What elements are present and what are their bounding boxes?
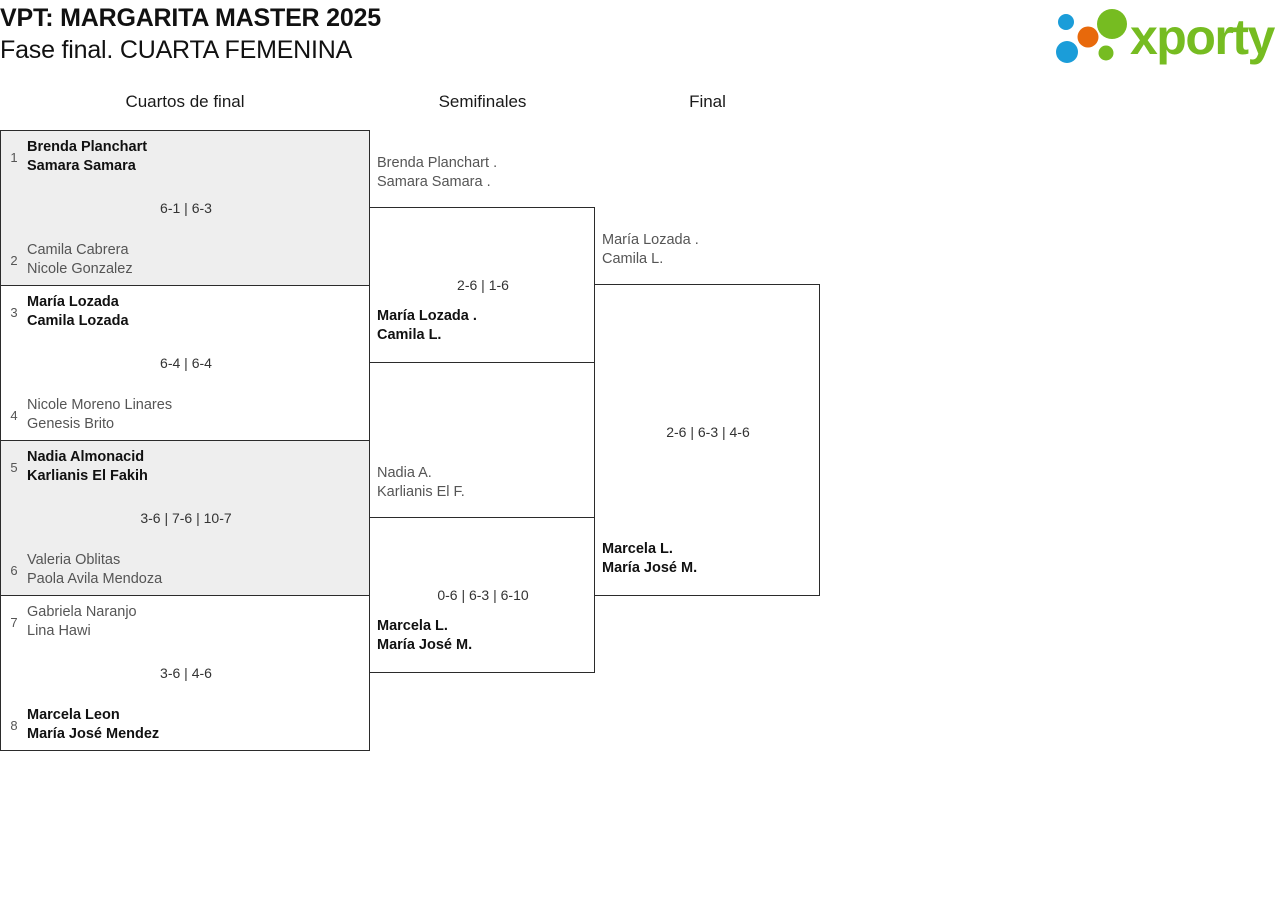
team-slot[interactable]: 6 Valeria Oblitas Paola Avila Mendoza xyxy=(1,551,162,590)
player-name: Marcela L. xyxy=(377,618,448,634)
player-name: Karlianis El Fakih xyxy=(27,468,148,485)
team-slot[interactable]: 2 Camila Cabrera Nicole Gonzalez xyxy=(1,241,133,280)
player-name: Genesis Brito xyxy=(27,416,115,433)
page-header: VPT: MARGARITA MASTER 2025 Fase final. C… xyxy=(0,0,1280,76)
team-slot[interactable]: Marcela L. María José M. xyxy=(602,540,697,579)
match-quarterfinal-4[interactable]: 7 Gabriela Naranjo Lina Hawi 3-6 | 4-6 8… xyxy=(0,595,370,751)
seed-number: 2 xyxy=(10,252,18,268)
player-name: Samara Samara . xyxy=(377,174,491,191)
match-score: 3-6 | 7-6 | 10-7 xyxy=(140,510,232,526)
player-name: Marcela L. xyxy=(602,541,673,557)
match-quarterfinal-1[interactable]: 1 Brenda Planchart Samara Samara 6-1 | 6… xyxy=(0,130,370,286)
round-header-semifinals: Semifinales xyxy=(438,92,527,111)
team-slot[interactable]: Marcela L. María José M. xyxy=(377,617,472,656)
player-name: María Lozada . xyxy=(377,308,477,324)
match-score: 2-6 | 1-6 xyxy=(457,277,509,293)
player-name: Nicole Moreno Linares xyxy=(27,397,173,413)
tournament-phase: Fase final. CUARTA FEMENINA xyxy=(0,36,353,64)
round-headers: Cuartos de final Semifinales Final xyxy=(0,92,1280,124)
player-name: Samara Samara xyxy=(27,158,136,175)
team-slot[interactable]: María Lozada . Camila L. xyxy=(377,307,477,346)
tournament-bracket: 1 Brenda Planchart Samara Samara 6-1 | 6… xyxy=(0,130,840,755)
match-quarterfinal-3[interactable]: 5 Nadia Almonacid Karlianis El Fakih 3-6… xyxy=(0,440,370,596)
team-slot[interactable]: 8 Marcela Leon María José Mendez xyxy=(1,706,159,745)
player-name: Camila L. xyxy=(602,251,664,268)
player-name: Paola Avila Mendoza xyxy=(27,571,163,588)
xporty-logo[interactable]: xporty xyxy=(1044,4,1275,70)
seed-number: 3 xyxy=(10,304,18,320)
player-name: Camila Lozada xyxy=(27,313,129,330)
player-name: Camila L. xyxy=(377,327,442,344)
seed-number: 7 xyxy=(10,614,18,630)
round-header-quarterfinals: Cuartos de final xyxy=(125,92,245,111)
player-name: Gabriela Naranjo xyxy=(27,604,137,620)
match-score: 2-6 | 6-3 | 4-6 xyxy=(666,424,750,440)
match-score: 3-6 | 4-6 xyxy=(160,665,212,681)
player-name: Valeria Oblitas xyxy=(27,552,121,568)
logo-dots-icon xyxy=(1056,9,1127,63)
player-name: Marcela Leon xyxy=(27,707,120,723)
team-slot[interactable]: 7 Gabriela Naranjo Lina Hawi xyxy=(1,603,137,642)
player-name: María José M. xyxy=(602,560,698,577)
page-title: VPT: MARGARITA MASTER 2025 Fase final. C… xyxy=(0,2,381,66)
player-name: María Lozada xyxy=(27,294,119,310)
match-score: 6-4 | 6-4 xyxy=(160,355,212,371)
logo-wordmark: xporty xyxy=(1130,9,1275,65)
team-slot[interactable]: Brenda Planchart . Samara Samara . xyxy=(377,154,497,193)
team-slot[interactable]: María Lozada . Camila L. xyxy=(602,231,699,270)
match-final[interactable]: María Lozada . Camila L. 2-6 | 6-3 | 4-6… xyxy=(594,232,820,596)
player-name: Karlianis El F. xyxy=(377,484,465,501)
team-slot[interactable]: 1 Brenda Planchart Samara Samara xyxy=(1,138,147,177)
match-score: 6-1 | 6-3 xyxy=(160,200,212,216)
player-name: Nadia A. xyxy=(377,465,432,481)
seed-number: 4 xyxy=(10,407,18,423)
player-name: Nadia Almonacid xyxy=(27,449,145,465)
player-name: Camila Cabrera xyxy=(27,242,129,258)
round-header-final: Final xyxy=(689,92,726,111)
tournament-name: VPT: MARGARITA MASTER 2025 xyxy=(0,4,381,32)
team-slot[interactable]: 4 Nicole Moreno Linares Genesis Brito xyxy=(1,396,172,435)
team-slot[interactable]: Nadia A. Karlianis El F. xyxy=(377,464,465,503)
player-name: Lina Hawi xyxy=(27,623,91,640)
team-slot[interactable]: 5 Nadia Almonacid Karlianis El Fakih xyxy=(1,448,148,487)
player-name: Brenda Planchart xyxy=(27,139,148,155)
player-name: Brenda Planchart . xyxy=(377,155,498,171)
seed-number: 8 xyxy=(10,717,18,733)
match-score: 0-6 | 6-3 | 6-10 xyxy=(437,587,529,603)
match-quarterfinal-2[interactable]: 3 María Lozada Camila Lozada 6-4 | 6-4 4… xyxy=(0,285,370,441)
team-slot[interactable]: 3 María Lozada Camila Lozada xyxy=(1,293,129,332)
seed-number: 1 xyxy=(10,149,18,165)
player-name: Nicole Gonzalez xyxy=(27,261,133,278)
seed-number: 5 xyxy=(10,459,18,475)
match-semifinal-2[interactable]: Nadia A. Karlianis El F. 0-6 | 6-3 | 6-1… xyxy=(369,465,595,673)
match-semifinal-1[interactable]: Brenda Planchart . Samara Samara . 2-6 |… xyxy=(369,155,595,363)
seed-number: 6 xyxy=(10,562,18,578)
player-name: María José M. xyxy=(377,637,473,654)
player-name: María José Mendez xyxy=(27,726,160,743)
player-name: María Lozada . xyxy=(602,232,699,248)
